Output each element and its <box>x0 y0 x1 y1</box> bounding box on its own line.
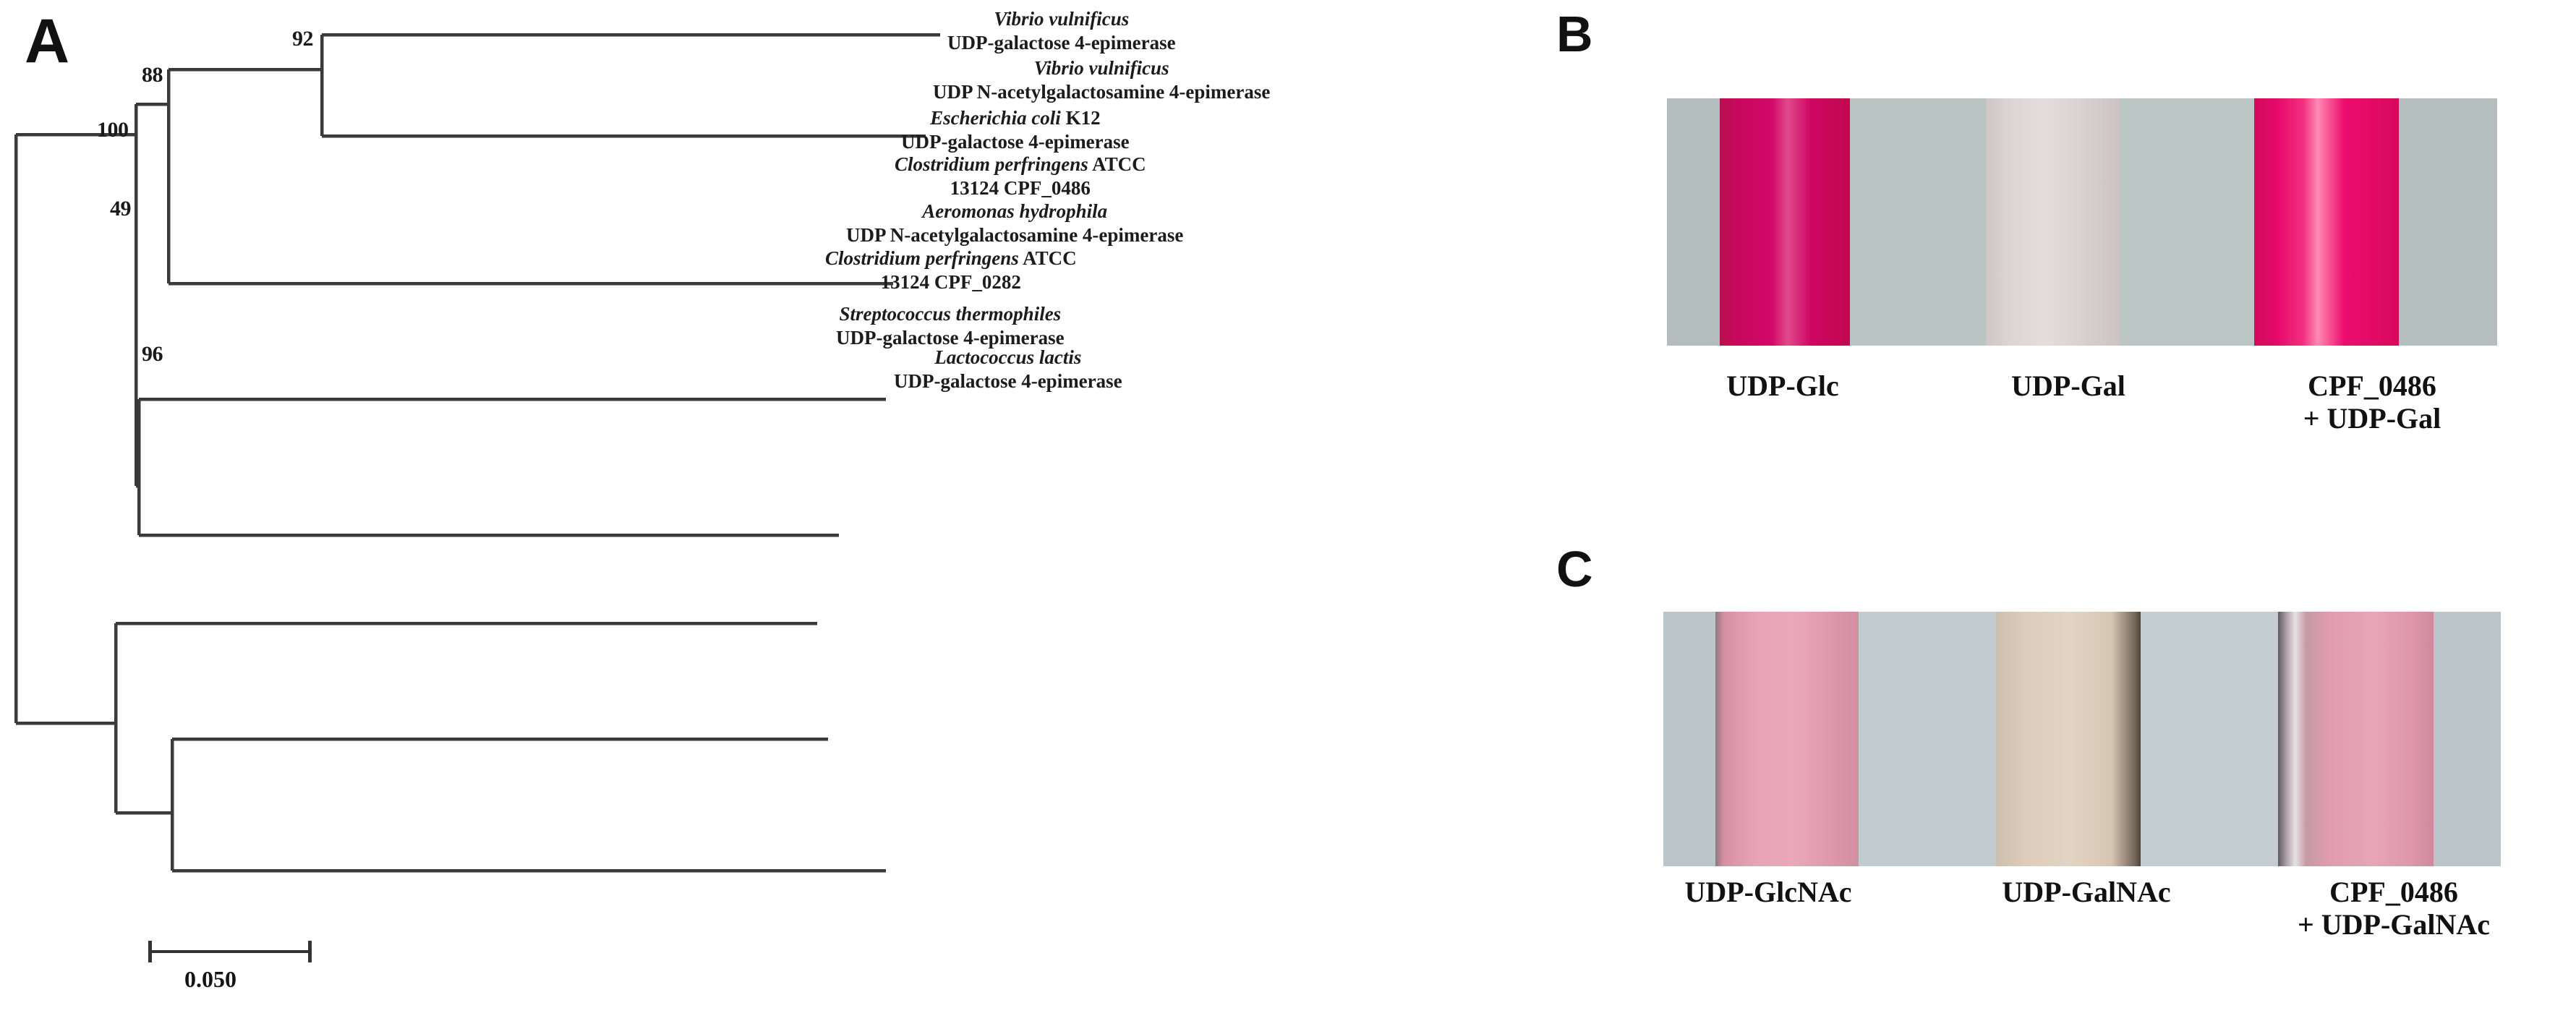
tip-label-1: Vibrio vulnificus UDP-galactose 4-epimer… <box>947 7 1176 55</box>
tip-label-4: Clostridium perfringens ATCC 13124 CPF_0… <box>895 153 1146 200</box>
bootstrap-label-100: 100 <box>97 118 129 142</box>
photo-b-bg-right <box>2399 98 2497 346</box>
tip-4-enzyme: 13124 CPF_0486 <box>950 176 1091 199</box>
panel-b-tube-photo <box>1667 98 2497 346</box>
photo-b-bg-1 <box>1850 98 1986 346</box>
tube-cpf0486-udp-gal <box>2254 98 2399 346</box>
photo-b-bg-2 <box>2120 98 2254 346</box>
tip-6-strain: ATCC <box>1018 247 1077 269</box>
tip-7-species: Streptococcus thermophiles <box>839 303 1062 325</box>
scale-bar-label: 0.050 <box>184 966 236 992</box>
tip-8-enzyme: UDP-galactose 4-epimerase <box>894 369 1122 392</box>
tip-3-enzyme: UDP-galactose 4-epimerase <box>901 130 1130 153</box>
tip-2-species: Vibrio vulnificus <box>1033 57 1169 79</box>
photo-c-bg-2 <box>2141 612 2278 866</box>
caption-udp-glc-line1: UDP-Glc <box>1726 369 1839 402</box>
caption-udp-galnac-line1: UDP-GalNAc <box>2002 876 2171 908</box>
tip-label-6: Clostridium perfringens ATCC 13124 CPF_0… <box>825 247 1077 294</box>
panel-c-tube-photo <box>1663 612 2501 866</box>
caption-udp-galnac: UDP-GalNAc <box>1927 876 2246 909</box>
tip-5-enzyme: UDP N-acetylgalactosamine 4-epimerase <box>846 223 1184 246</box>
scale-bar: 0.050 <box>108 937 369 1007</box>
tip-6-species-line: Clostridium perfringens ATCC <box>825 247 1077 270</box>
panel-b-captions: UDP-Glc UDP-Gal CPF_0486 + UDP-Gal <box>1642 369 2531 435</box>
tip-1-enzyme: UDP-galactose 4-epimerase <box>947 31 1176 54</box>
caption-udp-glcnac: UDP-GlcNAc <box>1609 876 1927 909</box>
tip-7-enzyme: UDP-galactose 4-epimerase <box>836 326 1065 349</box>
caption-cpf0486-gal-line2: + UDP-Gal <box>2303 401 2441 435</box>
caption-udp-glc: UDP-Glc <box>1642 369 1924 403</box>
caption-cpf0486-udp-galnac: CPF_0486 + UDP-GalNAc <box>2246 876 2542 941</box>
tube-udp-gal <box>1986 98 2120 346</box>
bootstrap-label-92: 92 <box>292 27 314 51</box>
scale-bar-line <box>148 950 311 953</box>
caption-udp-gal: UDP-Gal <box>1924 369 2213 403</box>
tube-cpf0486-udp-galnac <box>2278 612 2434 866</box>
scale-bar-tick-right <box>308 941 312 962</box>
caption-udp-glcnac-line1: UDP-GlcNAc <box>1684 876 1852 908</box>
tip-3-species-line: Escherichia coli K12 <box>901 106 1130 130</box>
photo-c-bg-1 <box>1859 612 1996 866</box>
panel-b-label: B <box>1556 6 1593 62</box>
bootstrap-label-49: 49 <box>110 197 132 221</box>
tip-5-species: Aeromonas hydrophila <box>922 200 1108 222</box>
tube-udp-glc <box>1720 98 1850 346</box>
tip-4-strain: ATCC <box>1088 153 1146 175</box>
tip-6-species: Clostridium perfringens <box>825 247 1019 269</box>
tube-udp-galnac <box>1996 612 2141 866</box>
caption-udp-gal-line1: UDP-Gal <box>2011 369 2125 402</box>
tip-4-species-line: Clostridium perfringens ATCC <box>895 153 1146 176</box>
panel-a-label: A <box>25 7 70 76</box>
tip-label-2: Vibrio vulnificus UDP N-acetylgalactosam… <box>933 56 1270 104</box>
tip-3-species: Escherichia coli <box>930 107 1061 129</box>
tip-4-species: Clostridium perfringens <box>895 153 1088 175</box>
scale-bar-tick-left <box>148 941 152 962</box>
caption-cpf0486-galnac-line1: CPF_0486 <box>2329 876 2458 908</box>
tip-3-strain: K12 <box>1060 107 1101 129</box>
bootstrap-label-96: 96 <box>142 342 163 366</box>
caption-cpf0486-galnac-line2: + UDP-GalNAc <box>2297 907 2491 941</box>
panel-c-label: C <box>1556 541 1593 597</box>
panel-c-captions: UDP-GlcNAc UDP-GalNAc CPF_0486 + UDP-Gal… <box>1609 876 2542 941</box>
tip-8-species: Lactococcus lactis <box>934 346 1082 368</box>
tip-6-enzyme: 13124 CPF_0282 <box>880 270 1021 293</box>
tip-label-8: Lactococcus lactis UDP-galactose 4-epime… <box>894 346 1122 393</box>
tip-1-species: Vibrio vulnificus <box>994 8 1130 30</box>
tip-label-5: Aeromonas hydrophila UDP N-acetylgalacto… <box>846 200 1183 247</box>
tree-branches <box>14 33 940 873</box>
tip-label-3: Escherichia coli K12 UDP-galactose 4-epi… <box>901 106 1130 154</box>
caption-cpf0486-gal-line1: CPF_0486 <box>2308 369 2436 402</box>
photo-c-bg-right <box>2434 612 2501 866</box>
tube-udp-glcnac <box>1715 612 1859 866</box>
tip-2-enzyme: UDP N-acetylgalactosamine 4-epimerase <box>933 80 1271 103</box>
photo-c-bg-left <box>1663 612 1715 866</box>
caption-cpf0486-udp-gal: CPF_0486 + UDP-Gal <box>2213 369 2531 435</box>
bootstrap-label-88: 88 <box>142 63 163 87</box>
photo-b-bg-left <box>1667 98 1720 346</box>
tip-label-7: Streptococcus thermophiles UDP-galactose… <box>836 302 1065 350</box>
panel-a-phylogenetic-tree: A <box>14 7 1270 1007</box>
